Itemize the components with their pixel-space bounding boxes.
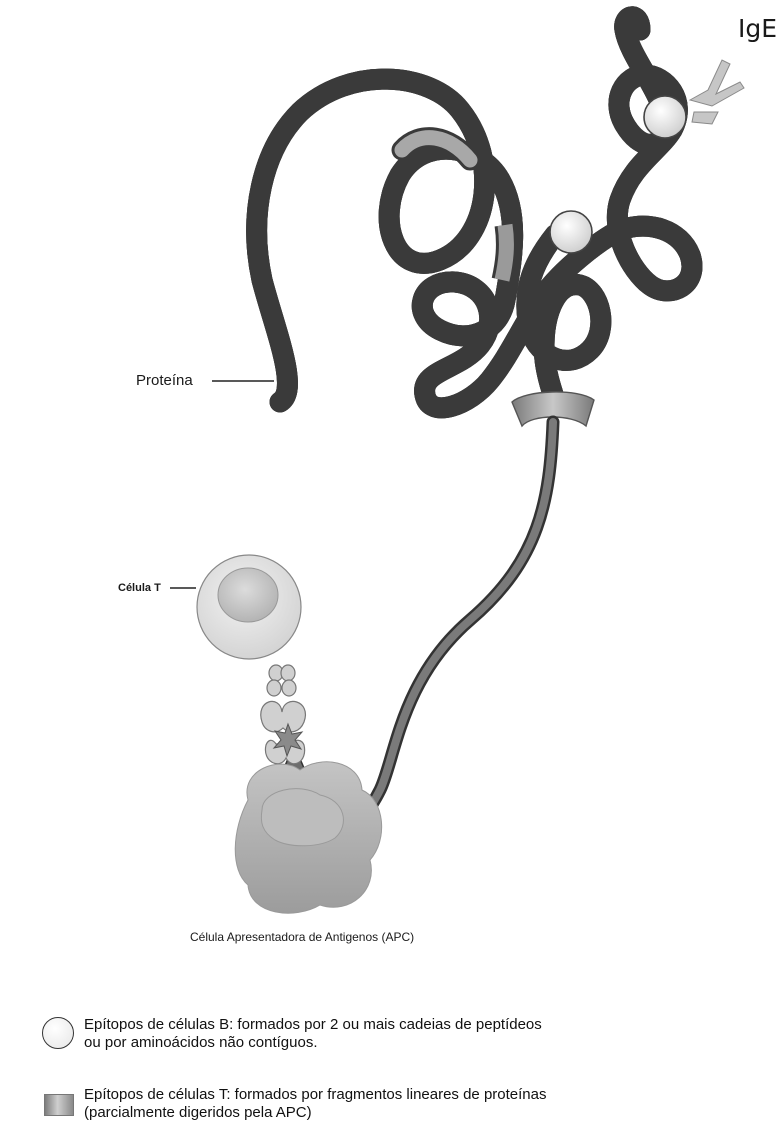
legend-item-t-cell: Epítopos de células T: formados por frag… [40,1086,740,1126]
protein-chain [257,17,692,408]
legend-text: Epítopos de células T: formados por frag… [84,1086,547,1122]
ige-label: IgE [738,14,777,43]
legend-text: Epítopos de células B: formados por 2 ou… [84,1016,542,1052]
apc-cell [235,762,381,913]
legend-item-b-cell: Epítopos de células B: formados por 2 ou… [40,1016,740,1056]
legend-line: (parcialmente digeridos pela APC) [84,1104,547,1122]
legend-line: ou por aminoácidos não contíguos. [84,1034,542,1052]
apc-label: Célula Apresentadora de Antigenos (APC) [190,930,414,944]
tcr-mhc-complex [261,665,306,764]
t-cell-label: Célula T [118,582,161,594]
protein-label: Proteína [136,372,193,389]
t-cell [197,555,301,659]
ige-antibody [690,60,744,124]
legend-line: Epítopos de células B: formados por 2 ou… [84,1016,542,1034]
shaded-rectangle-icon [44,1094,74,1116]
circle-icon [42,1017,74,1049]
legend-line: Epítopos de células T: formados por frag… [84,1086,547,1104]
